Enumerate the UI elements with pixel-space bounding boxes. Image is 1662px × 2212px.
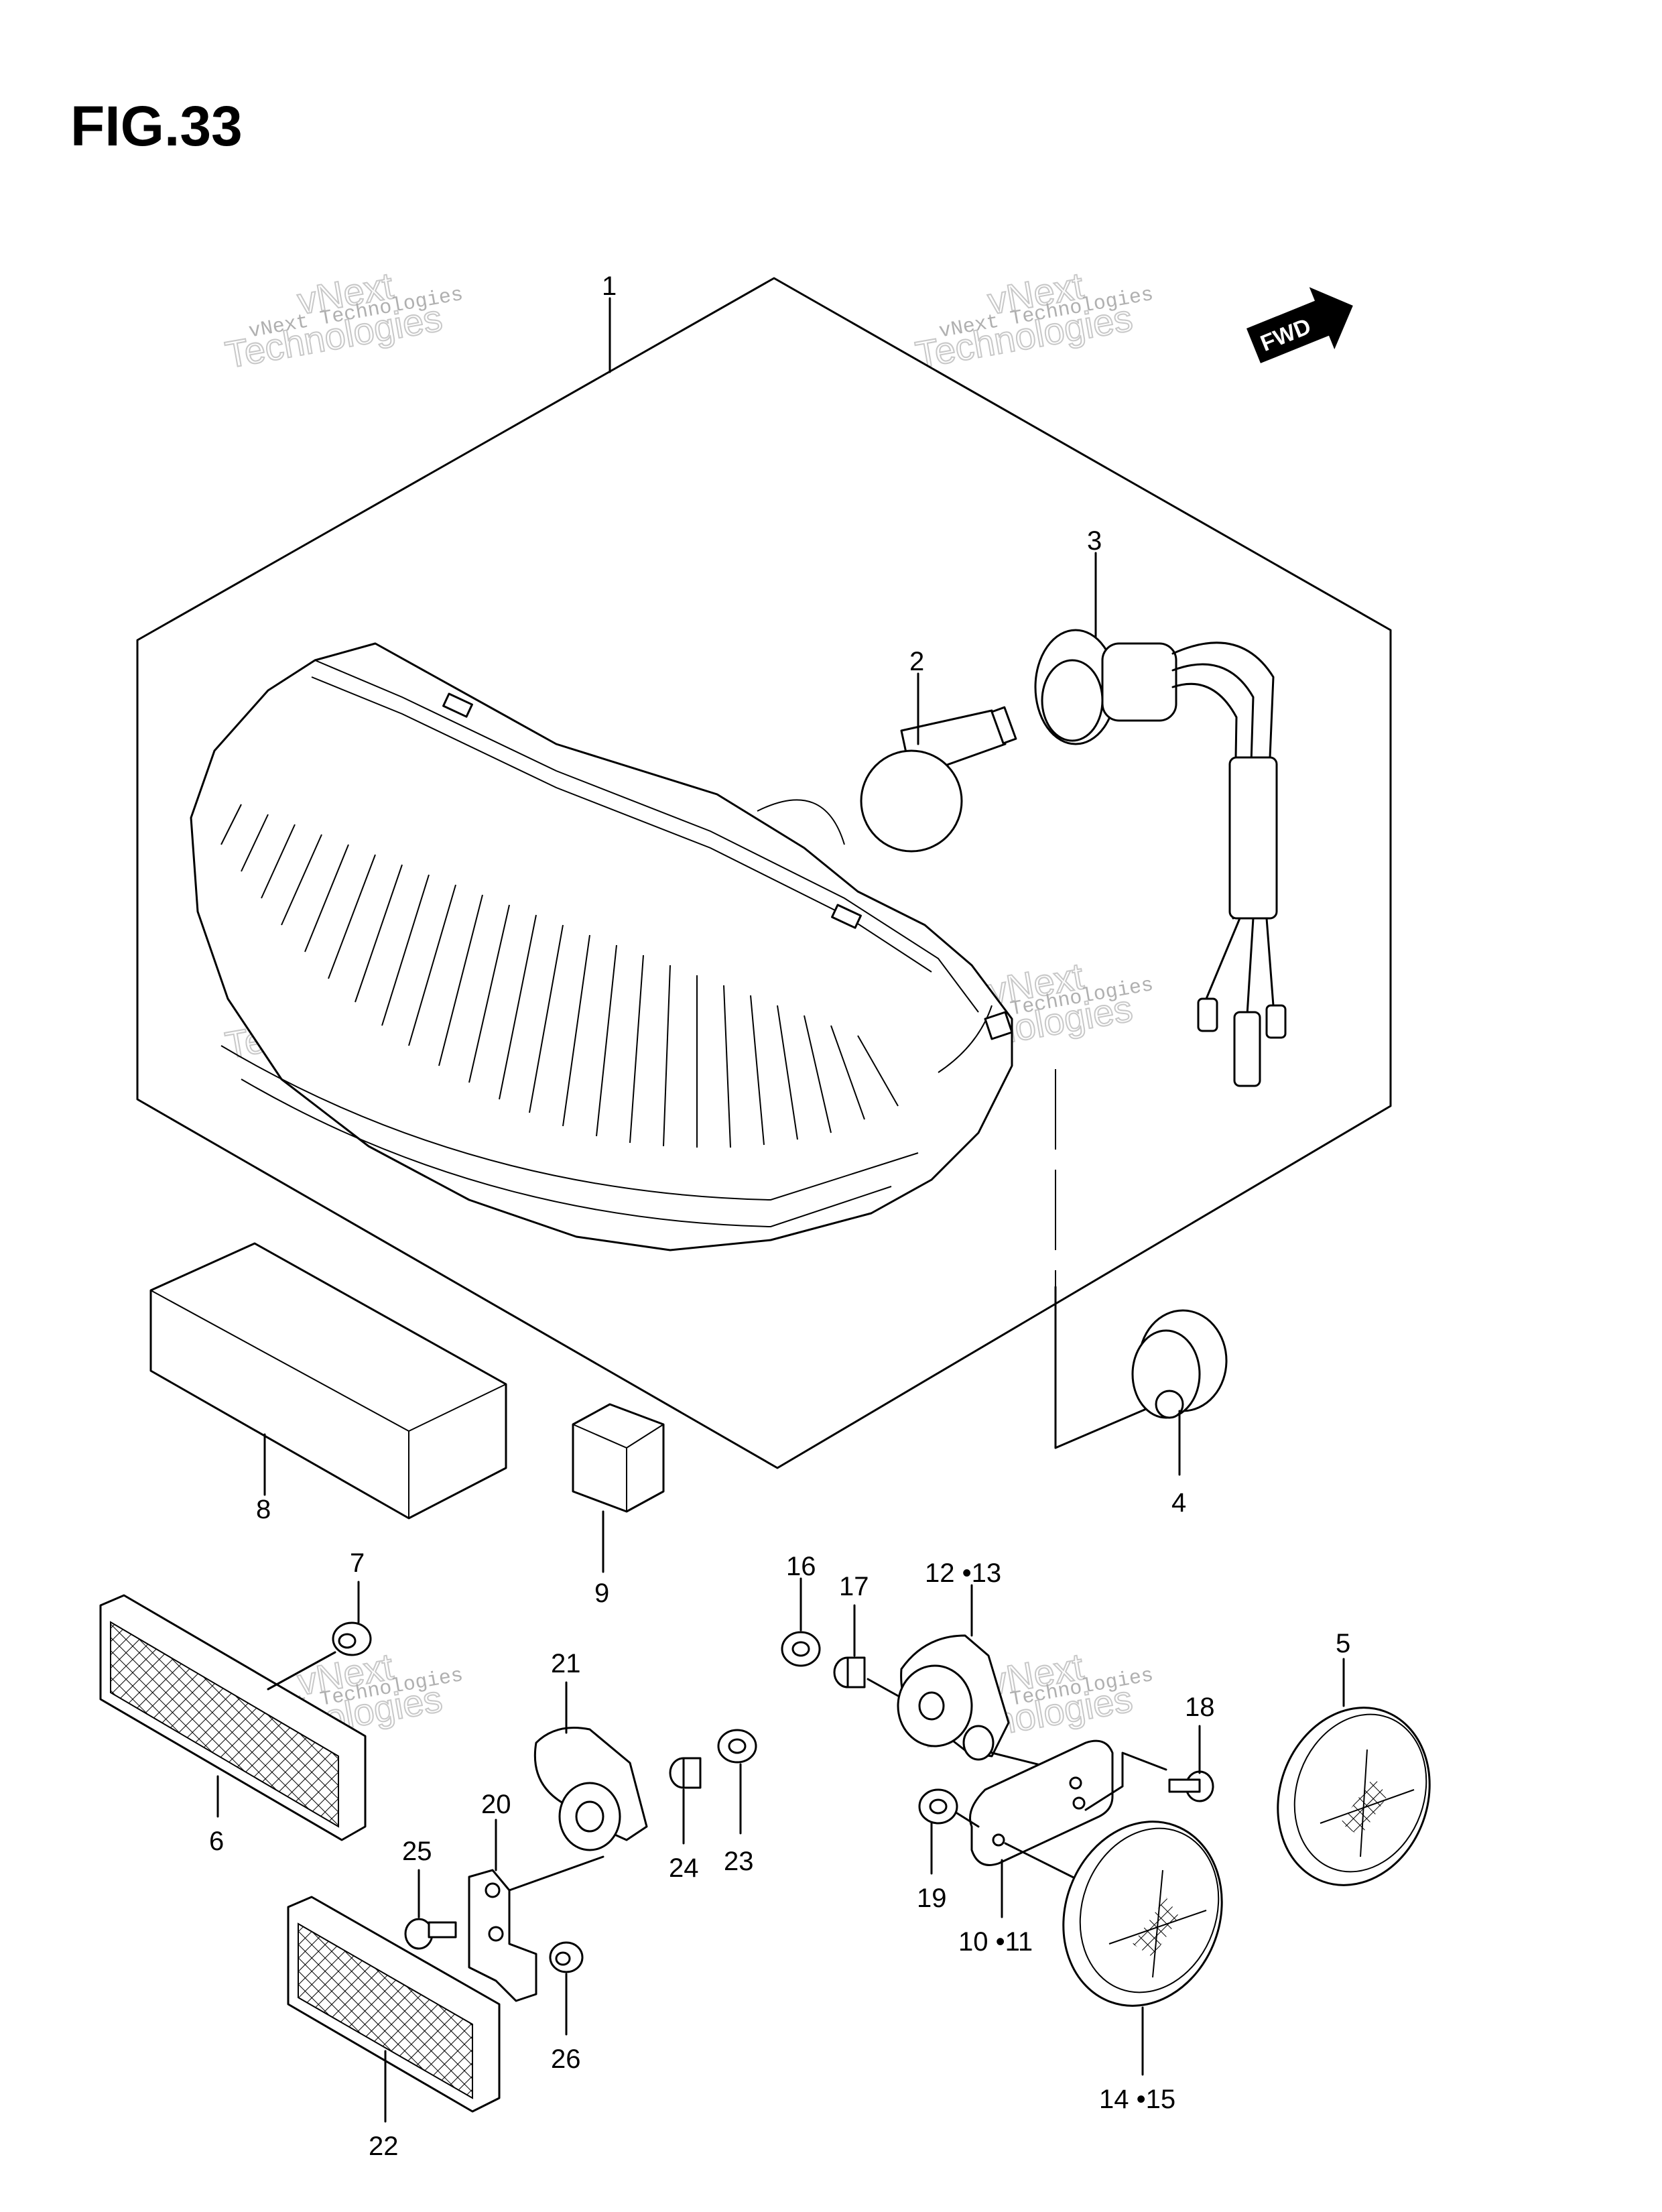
callout-14-15: 14 •15 <box>1099 2085 1175 2114</box>
clamp <box>533 1681 648 1851</box>
callout-labels: 1 2 3 4 5 6 7 8 9 10 •11 12 •13 14 •15 1… <box>209 271 1350 2161</box>
callout-4: 4 <box>1171 1488 1186 1518</box>
nut <box>267 1581 372 1691</box>
callout-18: 18 <box>1185 1693 1215 1722</box>
fwd-arrow-icon: FWD <box>1246 287 1353 363</box>
callout-3: 3 <box>1087 526 1102 556</box>
reflector-bracket <box>468 1819 604 2002</box>
bulb <box>860 672 1017 853</box>
callout-20: 20 <box>481 1790 511 1819</box>
callout-24: 24 <box>669 1853 699 1883</box>
collar <box>833 1604 899 1697</box>
callout-17: 17 <box>839 1572 869 1601</box>
callout-10-11: 10 •11 <box>958 1927 1033 1957</box>
callout-21: 21 <box>551 1649 581 1678</box>
screw <box>1168 1725 1214 1802</box>
nut <box>918 1788 980 1875</box>
callout-16: 16 <box>786 1552 816 1581</box>
nut <box>781 1577 821 1667</box>
marker-lamp-lens <box>1277 1658 1431 1886</box>
mounting-plate <box>969 1739 1167 1918</box>
callout-5: 5 <box>1336 1629 1350 1658</box>
clamp <box>897 1584 1060 1771</box>
collar <box>669 1757 702 1845</box>
bulb-socket-harness <box>1034 552 1287 1087</box>
callout-8: 8 <box>256 1495 271 1524</box>
reflector-lower <box>287 1896 501 2123</box>
callout-9: 9 <box>594 1579 609 1608</box>
nut <box>549 1941 584 2036</box>
foam-pad-small <box>572 1403 665 1573</box>
bolt <box>404 1869 457 1950</box>
callout-22: 22 <box>369 2132 399 2161</box>
callout-23: 23 <box>724 1847 754 1876</box>
nut <box>717 1729 757 1835</box>
marker-lamp-lens <box>1062 1821 1223 2076</box>
callout-6: 6 <box>209 1827 224 1856</box>
foam-pad-large <box>149 1242 507 1520</box>
tail-lamp-lens <box>190 642 1013 1251</box>
callout-19: 19 <box>917 1884 947 1913</box>
callout-25: 25 <box>402 1837 432 1866</box>
assembly-outline <box>136 277 1392 1469</box>
callout-7: 7 <box>350 1548 365 1578</box>
callout-2: 2 <box>909 647 924 676</box>
callout-1: 1 <box>602 271 617 301</box>
figure-title: FIG.33 <box>70 95 243 158</box>
callout-12-13: 12 •13 <box>925 1558 1001 1588</box>
grommet <box>1054 1069 1228 1476</box>
reflector-upper <box>99 1594 367 1841</box>
lens-ribs <box>220 804 899 1148</box>
callout-26: 26 <box>551 2044 581 2074</box>
